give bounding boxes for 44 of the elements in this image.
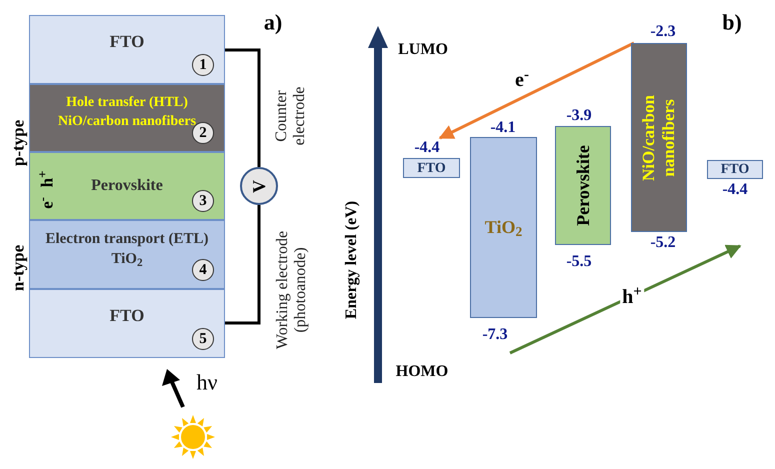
layer-label: Electron transport (ETL) (45, 230, 209, 249)
fto-box (707, 160, 763, 179)
energy-value: -5.2 (650, 233, 676, 253)
layer-label: TiO$_{2}$ (111, 250, 143, 269)
layer-label: V (248, 180, 270, 192)
energy-value: -2.3 (650, 22, 676, 42)
energy-bar (555, 126, 611, 245)
text-label: LUMO (398, 40, 448, 60)
wire (225, 205, 260, 324)
energy-bar (631, 43, 687, 232)
perovskite-layer (29, 152, 225, 220)
layer-label: FTO (110, 30, 144, 53)
rotated-label: Energy level (eV) (342, 200, 361, 320)
layer-label: Hole transfer (HTL) (66, 94, 188, 112)
rotated-label: p-type (7, 120, 28, 166)
fto-layer (29, 289, 225, 358)
htl-layer (29, 84, 225, 152)
rotated-label: Working electrode (photoanode) (274, 230, 310, 352)
fto-box (403, 158, 460, 178)
energy-value: -4.4 (414, 138, 440, 158)
energy-value: -7.3 (482, 325, 508, 345)
wire (225, 48, 260, 167)
rotated-label: Counter electrode (273, 86, 309, 148)
layer-label: FTO (110, 304, 144, 327)
energy-bar (470, 137, 537, 318)
energy-value: -3.9 (566, 106, 592, 126)
layer-label: Perovskite (572, 145, 594, 226)
charge-arrow (438, 42, 635, 140)
layer-label: NiO/carbon nanofibers (639, 94, 679, 183)
text-label: HOMO (396, 362, 448, 382)
energy-value: -4.4 (722, 180, 748, 200)
energy-value: -5.5 (566, 252, 592, 272)
layer-label: Perovskite (91, 176, 163, 196)
text-label: hν (196, 368, 218, 396)
layer-label: FTO (417, 160, 446, 178)
rotated-label: n-type (7, 244, 28, 292)
layer-label: TiO$_{2}$ (484, 216, 522, 241)
etl-layer (29, 220, 225, 289)
energy-value: -4.1 (490, 118, 516, 138)
layer-label: FTO (720, 161, 750, 179)
fto-layer (29, 15, 225, 84)
text-label: a) (264, 8, 282, 36)
text-label: b) (722, 8, 742, 36)
charge-arrow (509, 244, 742, 354)
